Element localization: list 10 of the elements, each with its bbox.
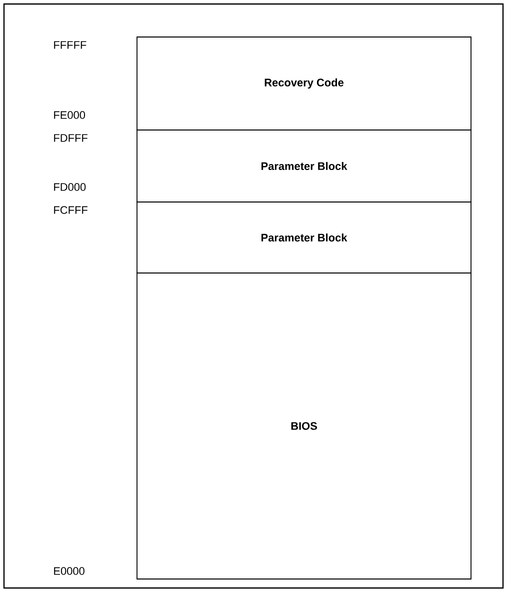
address-label: FE000: [54, 111, 86, 119]
address-label: FD000: [54, 183, 86, 191]
memory-block: Recovery Code: [136, 36, 472, 130]
memory-block: BIOS: [136, 272, 472, 580]
memory-block: Parameter Block: [136, 202, 472, 274]
address-label: FDFFF: [54, 134, 88, 142]
address-label: FCFFF: [54, 206, 88, 214]
address-label: E0000: [54, 567, 84, 575]
address-label: FFFFF: [54, 41, 86, 49]
memory-block: Parameter Block: [136, 130, 472, 202]
